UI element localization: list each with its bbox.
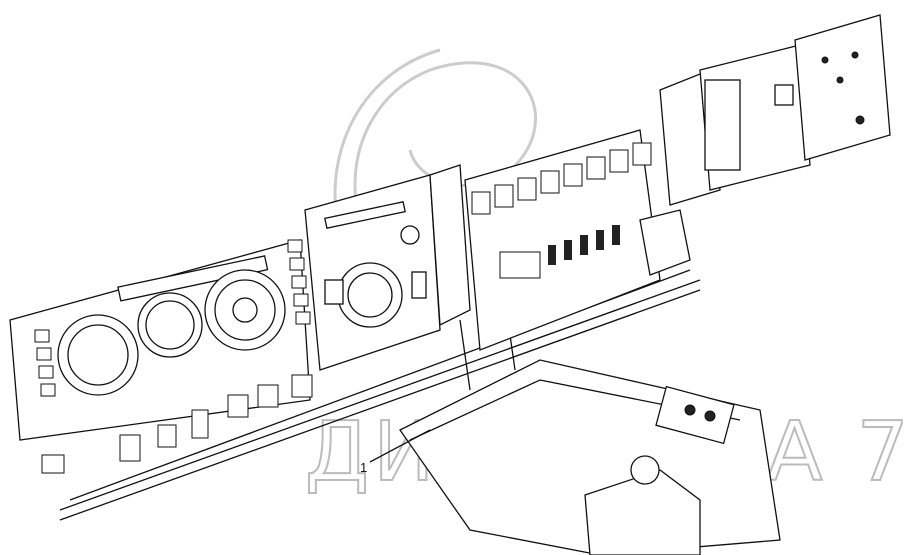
control-panel (304, 174, 441, 371)
lower-console (399, 359, 781, 555)
electronic-modules (659, 14, 891, 206)
callout-label: 1 (360, 460, 367, 475)
callout-1: 1 (360, 429, 431, 475)
fuse-relay-block (429, 129, 691, 351)
connectors (41, 374, 313, 474)
instrument-cluster (9, 239, 311, 441)
